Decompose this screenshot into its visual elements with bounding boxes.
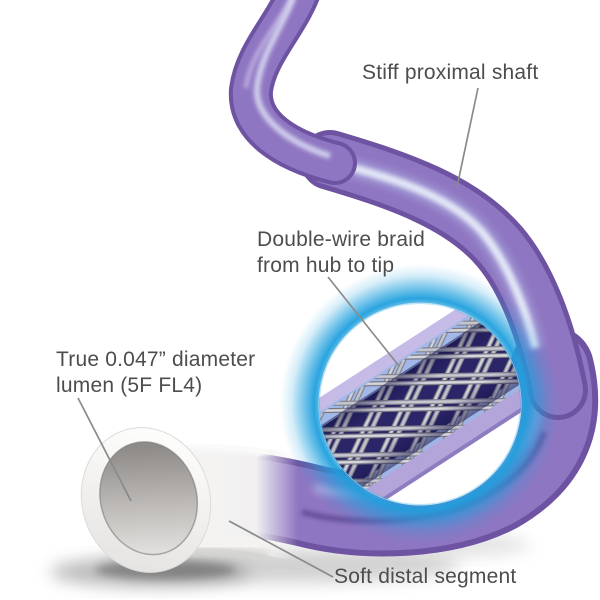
label-soft-distal-segment: Soft distal segment — [334, 565, 517, 588]
braid-inset-band — [319, 303, 521, 505]
leader-lines — [77, 87, 479, 578]
label-lumen-diameter: True 0.047” diameter lumen (5F FL4) — [56, 348, 256, 397]
leader-double-wire-braid — [327, 276, 400, 367]
proximal-tube-highlight — [253, 0, 331, 159]
magnifier-rim — [318, 302, 522, 506]
inset-near-wall — [319, 352, 521, 505]
proximal-tube-rim — [244, 0, 293, 89]
inset-near-wall-edge — [319, 365, 521, 505]
lumen-bore — [99, 441, 198, 555]
leader-soft-distal — [228, 520, 334, 578]
mid-shaft-tube — [300, 130, 588, 420]
label-stiff-proximal-shaft: Stiff proximal shaft — [362, 61, 539, 84]
mid-tube-highlight — [340, 161, 539, 349]
magnifier-circle — [280, 264, 560, 544]
lumen-opening — [80, 427, 212, 573]
inset-far-wall — [319, 303, 521, 453]
braid-shading — [319, 303, 521, 505]
distal-white-segment — [80, 427, 337, 573]
leader-stiff-proximal — [456, 87, 479, 188]
label-double-wire-braid: Double-wire braid from hub to tip — [257, 228, 425, 277]
proximal-shaft-tube — [228, 0, 357, 185]
lumen-rim — [99, 441, 199, 556]
leader-lumen — [77, 397, 132, 502]
